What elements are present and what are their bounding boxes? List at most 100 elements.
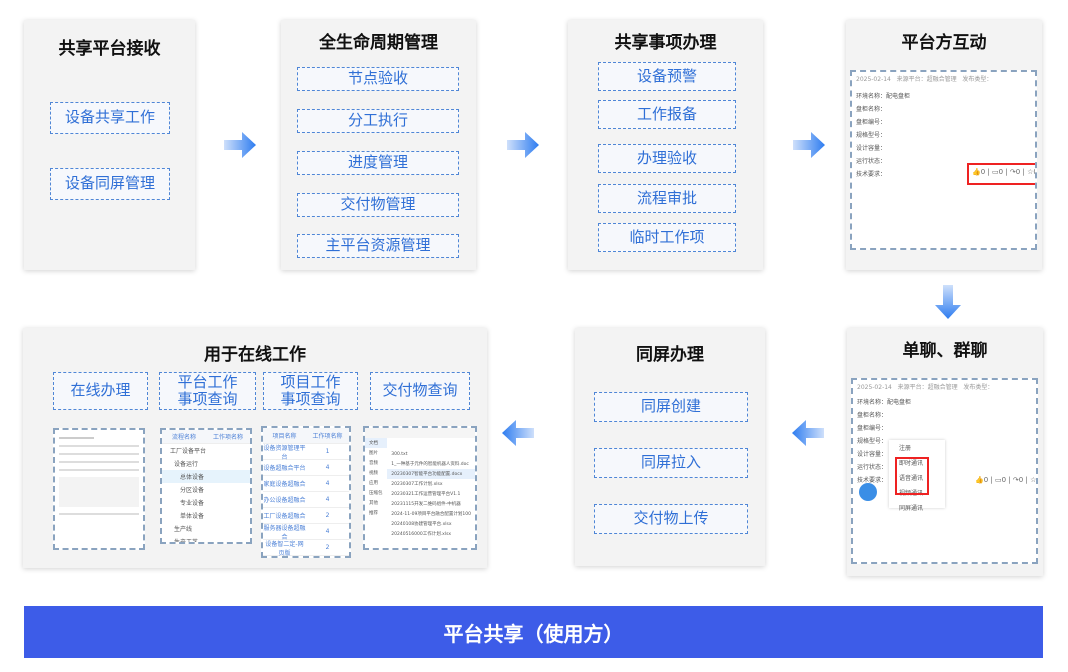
post-field: 技术要求： — [856, 171, 887, 178]
work-count: 2 — [325, 544, 330, 551]
item-project-work-query[interactable]: 项目工作 事项查询 — [263, 372, 358, 410]
arrow-right-icon — [224, 132, 256, 158]
item-deliverable-upload[interactable]: 交付物上传 — [594, 504, 748, 534]
tree-row[interactable]: 单体设备 — [180, 513, 205, 520]
file-item[interactable]: 300.txt — [391, 452, 408, 457]
tree-row[interactable]: 生产线 — [174, 526, 193, 533]
table-row[interactable]: 设备超融合客户管理平台3 — [263, 556, 349, 558]
card-platform-receive: 共享平台接收 设备共享工作 设备同屏管理 — [24, 20, 195, 270]
share-count: 0 — [1018, 476, 1024, 484]
star-icon[interactable]: ☆ — [1027, 168, 1034, 176]
tree-row[interactable]: 工厂设备平台 — [170, 448, 207, 455]
tree-row[interactable]: 生产工艺 — [174, 539, 199, 544]
arrow-down-icon — [935, 285, 961, 319]
file-item[interactable]: 2024-11-09项目平台融合配置计划100 — [391, 512, 471, 517]
reaction-bar: 👍0 | ▭0 | ↷0 | ☆0 — [975, 476, 1038, 484]
star-icon[interactable]: ☆ — [1030, 476, 1037, 484]
menu-screen-share[interactable]: 同屏通讯 — [899, 505, 924, 512]
file-nav-item[interactable]: 图片 — [369, 451, 378, 456]
post-type: 发布类型： — [962, 76, 993, 83]
chat-bot-icon[interactable] — [859, 483, 877, 501]
file-nav-item[interactable]: 音频 — [369, 461, 378, 466]
card-title: 全生命周期管理 — [319, 33, 438, 53]
work-count: 1 — [325, 448, 330, 455]
item-main-platform-resource[interactable]: 主平台资源管理 — [297, 234, 459, 258]
post-field: 规格型号： — [856, 132, 887, 139]
file-nav-item[interactable]: 其他 — [369, 501, 378, 506]
item-device-share-work[interactable]: 设备共享工作 — [50, 102, 170, 134]
menu-voice-call[interactable]: 语音通讯 — [899, 475, 924, 482]
arrow-right-icon — [793, 132, 825, 158]
menu-instant-message[interactable]: 即时通讯 — [899, 460, 924, 467]
table-row[interactable]: 设备智二定-网页版 2 — [263, 540, 349, 556]
reaction-bar: 👍0 | ▭0 | ↷0 | ☆0 — [972, 168, 1035, 176]
comment-count: 0 — [998, 168, 1004, 176]
item-handle-acceptance[interactable]: 办理验收 — [598, 144, 736, 173]
card-title: 共享平台接收 — [58, 39, 161, 59]
post-field: 技术要求： — [857, 477, 888, 484]
item-work-report[interactable]: 工作报备 — [598, 100, 736, 129]
item-platform-work-query[interactable]: 平台工作 事项查询 — [159, 372, 256, 410]
file-nav-item[interactable]: 推荐 — [369, 511, 378, 516]
like-icon[interactable]: 👍 — [972, 168, 981, 176]
item-progress-manage[interactable]: 进度管理 — [297, 151, 459, 175]
file-item[interactable]: 20230307智能平台功能配置.docx — [387, 469, 475, 479]
card-lifecycle: 全生命周期管理 节点验收 分工执行 进度管理 交付物管理 主平台资源管理 — [281, 20, 476, 270]
highlight-box — [967, 163, 1035, 185]
table-header: 工作项名称 — [312, 433, 343, 440]
comment-icon[interactable]: ▭ — [995, 476, 1002, 484]
item-screen-create[interactable]: 同屏创建 — [594, 392, 748, 422]
card-title: 用于在线工作 — [204, 345, 306, 365]
tree-row[interactable]: 专业设备 — [180, 500, 205, 507]
item-device-alert[interactable]: 设备预警 — [598, 62, 736, 91]
file-nav-item[interactable]: 视频 — [369, 471, 378, 476]
file-item[interactable]: 20230321工作运营管理平台V1.1 — [391, 492, 461, 497]
work-count: 2 — [325, 512, 330, 519]
like-count: 0 — [983, 476, 989, 484]
chat-menu: 注册 即时通讯 语音通讯 视频通讯 同屏通讯 — [889, 440, 945, 512]
share-icon[interactable]: ↷ — [1012, 476, 1019, 484]
project-name: 办公设备超融合 — [263, 497, 306, 504]
post-field: 规格型号： — [857, 438, 888, 445]
item-division-execution[interactable]: 分工执行 — [297, 109, 459, 133]
file-nav-item[interactable]: 文档 — [365, 438, 388, 448]
item-deliverable-manage[interactable]: 交付物管理 — [297, 193, 459, 217]
item-temp-work[interactable]: 临时工作项 — [598, 223, 736, 252]
file-item[interactable]: 20231115开发二维码组件-中机器 — [391, 502, 461, 507]
star-count: 0 — [1033, 168, 1035, 176]
post-field: 环境名称：配电盘柜 — [857, 399, 912, 406]
project-name: 设备智二定-网页版 — [265, 540, 304, 557]
card-online-work: 用于在线工作 在线办理 平台工作 事项查询 项目工作 事项查询 交付物查询 流程… — [23, 328, 487, 568]
item-online-handle[interactable]: 在线办理 — [53, 372, 148, 410]
item-flow-approval[interactable]: 流程审批 — [598, 184, 736, 213]
tree-row[interactable]: 分区设备 — [180, 487, 205, 494]
item-screen-pull[interactable]: 同屏拉入 — [594, 448, 748, 478]
file-item[interactable]: 20230307工作计划.xlsx — [391, 482, 443, 487]
table-header: 项目名称 — [272, 433, 297, 440]
file-item[interactable]: 1_一种基于元件的智能机器人资料.doc — [391, 462, 469, 467]
highlight-box — [895, 457, 929, 495]
tree-row[interactable]: 设备运行 — [174, 461, 199, 468]
item-node-acceptance[interactable]: 节点验收 — [297, 67, 459, 91]
tree-screenshot: 流程名称工作项名称 工厂设备平台 设备运行 总体设备 分区设备 专业设备 单体设… — [160, 428, 252, 544]
menu-register[interactable]: 注册 — [899, 445, 912, 452]
comment-icon[interactable]: ▭ — [992, 168, 999, 176]
file-nav-item[interactable]: 压缩包 — [369, 491, 383, 496]
item-deliverable-query[interactable]: 交付物查询 — [370, 372, 470, 410]
file-item[interactable]: 20240108协建管理平台.xlsx — [391, 522, 452, 527]
card-platform-interaction: 平台方互动 2025-02-14 来源平台：超融合管理 发布类型： 环境名称：配… — [846, 20, 1042, 270]
star-count: 0 — [1036, 476, 1038, 484]
like-icon[interactable]: 👍 — [975, 476, 984, 484]
tree-row[interactable]: 总体设备 — [162, 470, 250, 483]
file-nav-item[interactable]: 应用 — [369, 481, 378, 486]
item-device-screen-manage[interactable]: 设备同屏管理 — [50, 168, 170, 200]
file-item[interactable]: 20240516000工作计划.xlsx — [391, 532, 452, 537]
project-name: 服务器设备超融合 — [263, 524, 306, 541]
share-icon[interactable]: ↷ — [1009, 168, 1016, 176]
